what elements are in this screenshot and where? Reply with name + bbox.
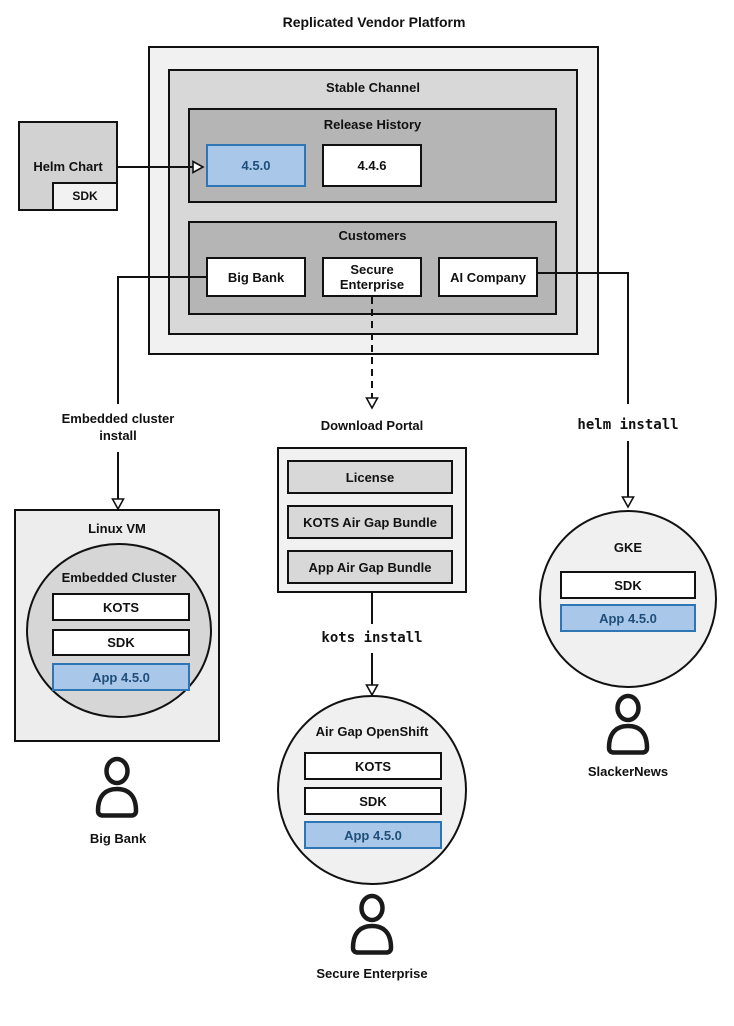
left-sdk-box: SDK bbox=[52, 629, 190, 656]
linux-vm-label: Linux VM bbox=[88, 521, 146, 536]
customer-secure-enterprise[interactable]: Secure Enterprise bbox=[322, 257, 422, 297]
left-kots-box: KOTS bbox=[52, 593, 190, 621]
helm-install-command: helm install bbox=[577, 417, 679, 433]
helm-chart-box: Helm Chart SDK bbox=[18, 121, 118, 211]
center-kots-box: KOTS bbox=[304, 752, 442, 780]
airgap-openshift-label: Air Gap OpenShift bbox=[315, 724, 429, 739]
app-airgap-bundle-box[interactable]: App Air Gap Bundle bbox=[287, 550, 453, 584]
customers-label: Customers bbox=[338, 228, 407, 243]
big-bank-user-icon bbox=[95, 756, 139, 818]
embedded-cluster-label: Embedded Cluster bbox=[61, 570, 177, 585]
gke-label: GKE bbox=[613, 540, 643, 555]
right-sdk-box: SDK bbox=[560, 571, 696, 599]
customer-ai-company[interactable]: AI Company bbox=[438, 257, 538, 297]
left-app-box: App 4.5.0 bbox=[52, 663, 190, 691]
big-bank-user-label: Big Bank bbox=[89, 831, 147, 846]
slackernews-user-icon bbox=[606, 693, 650, 755]
release-history-box: Release History 4.5.0 4.4.6 bbox=[188, 108, 557, 203]
secure-enterprise-user-icon bbox=[350, 893, 394, 955]
stable-channel-box: Stable Channel Release History 4.5.0 4.4… bbox=[168, 69, 578, 335]
embedded-cluster-circle: Embedded Cluster KOTS SDK App 4.5.0 bbox=[26, 543, 212, 718]
center-sdk-box: SDK bbox=[304, 787, 442, 815]
embedded-cluster-install-label: Embedded cluster install bbox=[61, 411, 175, 443]
airgap-openshift-circle: Air Gap OpenShift KOTS SDK App 4.5.0 bbox=[277, 695, 467, 885]
kots-airgap-bundle-box[interactable]: KOTS Air Gap Bundle bbox=[287, 505, 453, 539]
center-app-box: App 4.5.0 bbox=[304, 821, 442, 849]
slackernews-user-label: SlackerNews bbox=[587, 764, 669, 779]
release-history-label: Release History bbox=[323, 117, 422, 132]
download-portal-label: Download Portal bbox=[320, 418, 424, 433]
kots-install-command: kots install bbox=[321, 630, 423, 646]
helm-chart-label: Helm Chart bbox=[33, 159, 103, 174]
customers-box: Customers Big Bank Secure Enterprise AI … bbox=[188, 221, 557, 315]
release-4-5-0[interactable]: 4.5.0 bbox=[206, 144, 306, 187]
release-4-4-6[interactable]: 4.4.6 bbox=[322, 144, 422, 187]
stable-channel-label: Stable Channel bbox=[326, 80, 420, 95]
download-portal-box: License KOTS Air Gap Bundle App Air Gap … bbox=[277, 447, 467, 593]
helm-sdk-box: SDK bbox=[52, 182, 118, 211]
right-app-box: App 4.5.0 bbox=[560, 604, 696, 632]
license-box[interactable]: License bbox=[287, 460, 453, 494]
vendor-platform-box: Stable Channel Release History 4.5.0 4.4… bbox=[148, 46, 599, 355]
diagram-title: Replicated Vendor Platform bbox=[282, 14, 466, 30]
customer-big-bank[interactable]: Big Bank bbox=[206, 257, 306, 297]
gke-circle: GKE SDK App 4.5.0 bbox=[539, 510, 717, 688]
linux-vm-box: Linux VM Embedded Cluster KOTS SDK App 4… bbox=[14, 509, 220, 742]
secure-enterprise-user-label: Secure Enterprise bbox=[316, 966, 428, 981]
